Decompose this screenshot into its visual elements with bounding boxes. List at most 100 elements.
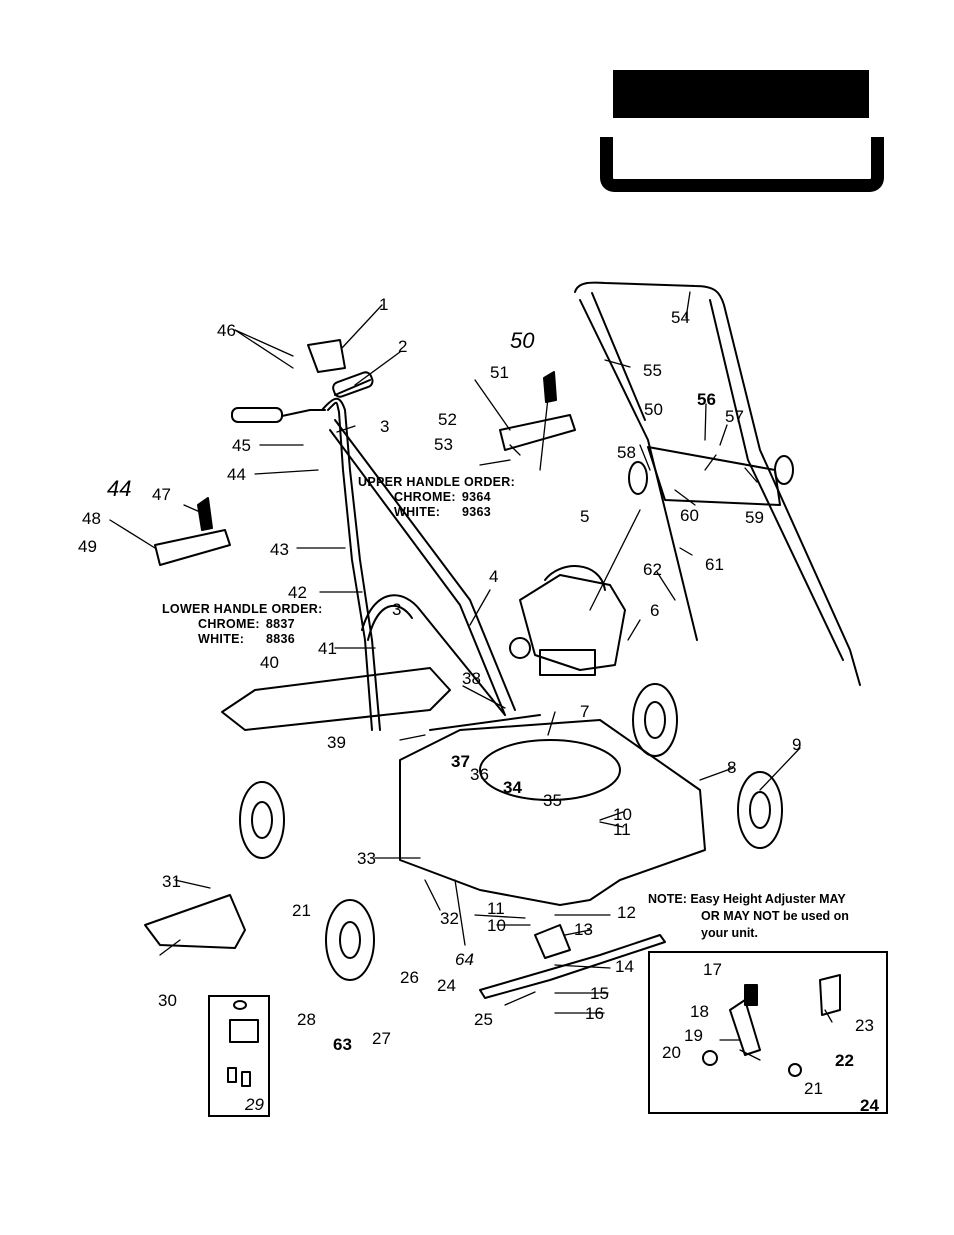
label-63: 63 [333, 1035, 352, 1054]
label-62: 62 [643, 560, 662, 579]
label-11b: 11 [487, 899, 505, 918]
inset-box-24 [648, 951, 888, 1114]
label-59: 59 [745, 508, 764, 527]
wheels-drawing [239, 683, 783, 981]
label-36: 36 [470, 765, 489, 784]
label-5: 5 [580, 507, 589, 526]
label-10a: 10 [613, 805, 632, 824]
label-60: 60 [680, 506, 699, 525]
label-24a: 24 [437, 976, 456, 995]
label-64: 64 [455, 950, 474, 969]
height-adjuster-note: NOTE: Easy Height Adjuster MAY OR MAY NO… [648, 891, 888, 942]
upper-handle-drawing [574, 281, 861, 686]
label-28: 28 [297, 1010, 316, 1029]
label-51: 51 [490, 363, 509, 382]
label-56: 56 [697, 390, 716, 409]
label-52: 52 [438, 410, 457, 429]
inset-29-drawing [227, 1000, 259, 1087]
lower-handle-drawing [231, 339, 516, 731]
label-44-group: 44 [107, 476, 131, 501]
label-21a: 21 [292, 901, 311, 920]
label-6: 6 [650, 601, 659, 620]
label-53: 53 [434, 435, 453, 454]
label-4: 4 [489, 567, 498, 586]
upper-order-white-value: 9363 [462, 505, 492, 519]
lower-order-white-key: WHITE: [198, 632, 245, 646]
leader-lines [109, 291, 833, 1061]
label-33: 33 [357, 849, 376, 868]
label-61: 61 [705, 555, 724, 574]
label-19: 19 [684, 1026, 703, 1045]
note-line-2: OR MAY NOT be used on [701, 909, 849, 923]
mower-deck-drawing [399, 714, 706, 906]
grass-deflector-drawing [144, 894, 246, 949]
label-58: 58 [617, 443, 636, 462]
upper-order-title: UPPER HANDLE ORDER: [358, 475, 516, 489]
label-38: 38 [462, 669, 481, 688]
label-25: 25 [474, 1010, 493, 1029]
upper-order-white-key: WHITE: [394, 505, 441, 519]
lower-order-chrome-key: CHROME: [198, 617, 260, 631]
label-32: 32 [440, 909, 459, 928]
label-3b: 3 [392, 600, 401, 619]
label-45: 45 [232, 436, 251, 455]
blade-drawing [479, 934, 666, 999]
label-14: 14 [615, 957, 634, 976]
label-18: 18 [690, 1002, 709, 1021]
label-41: 41 [318, 639, 337, 658]
label-46: 46 [217, 321, 236, 340]
label-31: 31 [162, 872, 181, 891]
label-9: 9 [792, 735, 801, 754]
label-1: 1 [379, 295, 388, 314]
label-22: 22 [835, 1051, 854, 1070]
label-27: 27 [372, 1029, 391, 1048]
label-12: 12 [617, 903, 636, 922]
note-line-1: NOTE: Easy Height Adjuster MAY [648, 892, 846, 906]
label-42: 42 [288, 583, 307, 602]
label-37: 37 [451, 752, 470, 771]
lower-bracket-drawing [154, 529, 231, 566]
label-17: 17 [703, 960, 722, 979]
engine-drawing [509, 565, 626, 676]
lower-handle-order: LOWER HANDLE ORDER: CHROME: 8837 WHITE: … [162, 602, 323, 647]
lower-order-title: LOWER HANDLE ORDER: [162, 602, 323, 616]
note-line-3: your unit. [701, 926, 758, 940]
header-black-bar [613, 70, 869, 118]
label-35: 35 [543, 791, 562, 810]
blade-adapter-drawing [534, 924, 571, 959]
label-15: 15 [590, 984, 609, 1003]
label-26: 26 [400, 968, 419, 987]
label-47: 47 [152, 485, 171, 504]
label-30: 30 [158, 991, 177, 1010]
label-49: 49 [78, 537, 97, 556]
label-21b: 21 [804, 1079, 823, 1098]
label-13: 13 [574, 920, 593, 939]
upper-handle-order: UPPER HANDLE ORDER: CHROME: 9364 WHITE: … [358, 475, 515, 520]
label-55: 55 [643, 361, 662, 380]
label-24b: 24 [860, 1096, 879, 1115]
label-50: 50 [644, 400, 663, 419]
label-10b: 10 [487, 916, 506, 935]
label-16: 16 [585, 1004, 604, 1023]
label-44: 44 [227, 465, 246, 484]
label-29: 29 [244, 1095, 264, 1114]
label-7: 7 [580, 702, 589, 721]
label-23: 23 [855, 1016, 874, 1035]
part-labels: 1 2 3 3 4 5 6 7 8 9 10 10 11 11 12 13 14… [78, 295, 879, 1115]
label-50-group: 50 [510, 328, 535, 353]
label-34: 34 [503, 778, 522, 797]
label-8: 8 [727, 758, 736, 777]
lower-order-chrome-value: 8837 [265, 617, 295, 631]
upper-order-chrome-value: 9364 [461, 490, 491, 504]
label-54: 54 [671, 308, 690, 327]
label-20: 20 [662, 1043, 681, 1062]
label-2: 2 [398, 337, 407, 356]
label-11a: 11 [613, 820, 631, 839]
label-48: 48 [82, 509, 101, 528]
label-3a: 3 [380, 417, 389, 436]
header-bracket-frame [600, 137, 884, 192]
lower-order-white-value: 8836 [266, 632, 296, 646]
label-57: 57 [725, 407, 744, 426]
upper-bracket-drawing [499, 414, 576, 451]
